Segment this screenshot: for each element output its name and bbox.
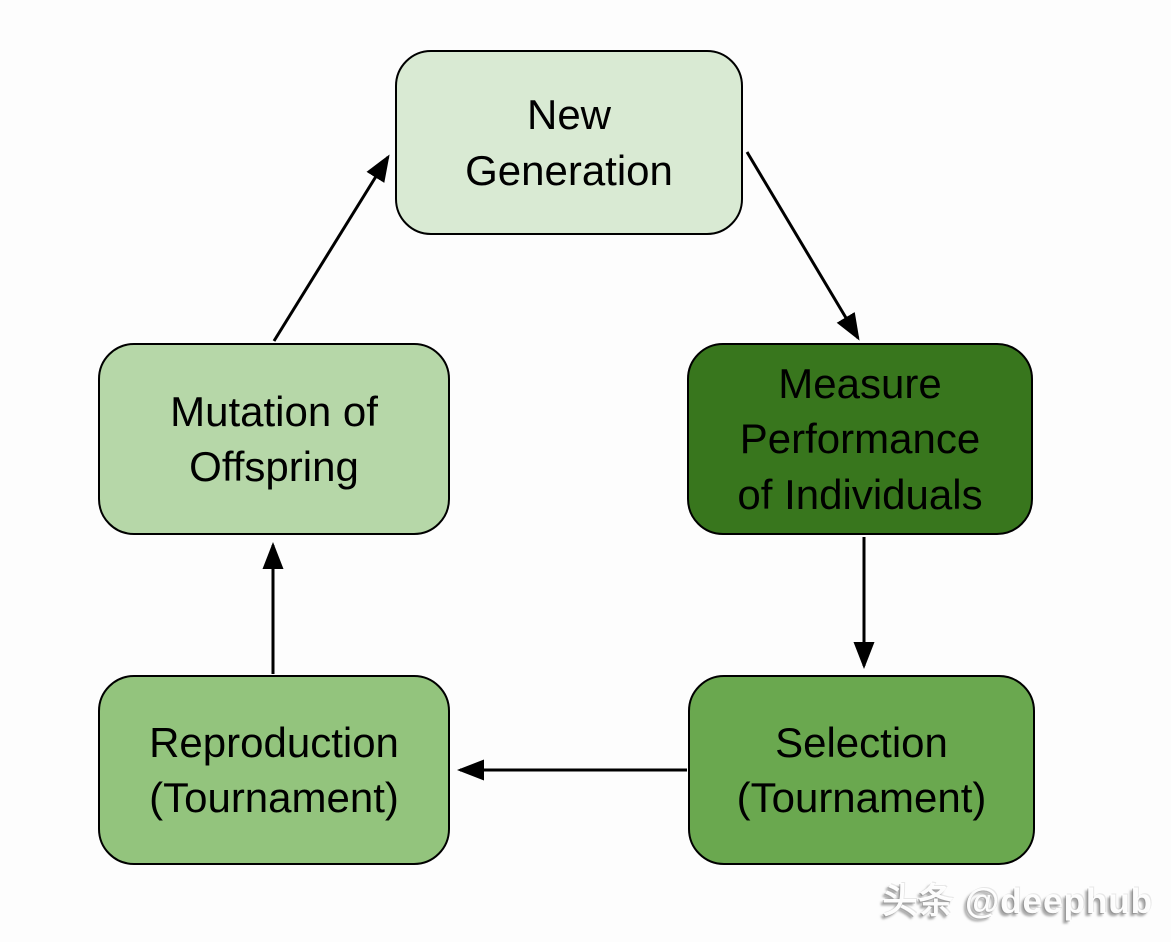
node-measure-performance: Measure Performance of Individuals xyxy=(687,343,1033,535)
watermark: 头条 @deephub xyxy=(882,882,1153,921)
node-selection: Selection (Tournament) xyxy=(688,675,1035,865)
node-reproduction-label: Reproduction (Tournament) xyxy=(149,718,399,821)
node-selection-label: Selection (Tournament) xyxy=(736,718,987,821)
node-mutation-offspring-label: Mutation of Offspring xyxy=(170,387,378,490)
arrow-mutation-to-new-generation xyxy=(272,154,390,342)
node-new-generation-label: New Generation xyxy=(465,91,673,194)
node-reproduction: Reproduction (Tournament) xyxy=(98,675,450,865)
node-measure-performance-label: Measure Performance of Individuals xyxy=(737,359,983,518)
node-new-generation: New Generation xyxy=(395,50,743,235)
node-mutation-offspring: Mutation of Offspring xyxy=(98,343,450,535)
arrow-new-generation-to-measure-performance xyxy=(745,151,860,341)
